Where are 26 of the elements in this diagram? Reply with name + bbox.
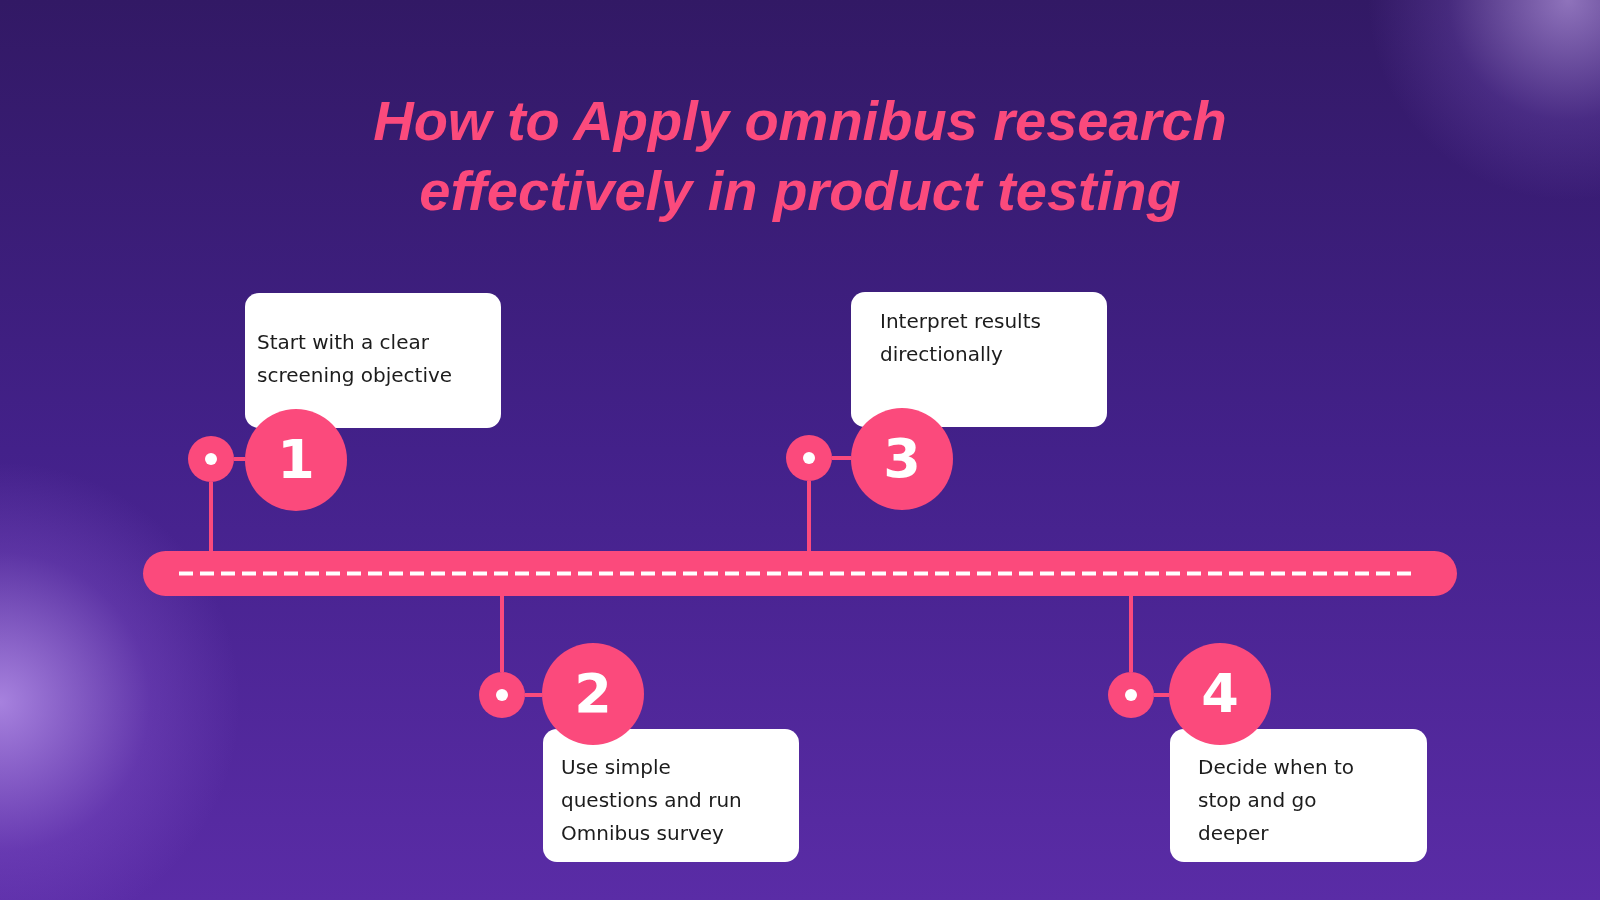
step-card — [851, 292, 1107, 427]
connector-line — [234, 457, 245, 461]
step-card — [543, 729, 799, 862]
connector-line — [1154, 693, 1169, 697]
connector-line — [525, 693, 542, 697]
title: How to Apply omnibus research effectively in product testing — [372, 88, 1228, 224]
timeline-dot-icon — [1108, 672, 1154, 718]
step-card — [245, 293, 501, 428]
step-text: Decide when to stop and go deeper — [1198, 754, 1356, 847]
timeline-dot-icon — [479, 672, 525, 718]
timeline-dot-icon — [188, 436, 234, 482]
connector-line — [807, 481, 811, 551]
timeline-bar — [143, 551, 1457, 596]
connector-line — [209, 482, 213, 551]
timeline-dot-icon — [786, 435, 832, 481]
step-card — [1170, 729, 1427, 862]
step-number: 3 — [883, 429, 921, 489]
connector-line — [1129, 596, 1133, 672]
step-number: 4 — [1201, 664, 1239, 724]
step-text: Use simple questions and run Omnibus survey — [561, 754, 743, 847]
connector-line — [500, 596, 504, 672]
step-text: Interpret results directionally — [880, 308, 1042, 368]
step-text: Start with a clear screening objective — [257, 329, 454, 389]
step-number: 2 — [574, 664, 612, 724]
connector-line — [832, 456, 851, 460]
step-number: 1 — [277, 430, 315, 490]
